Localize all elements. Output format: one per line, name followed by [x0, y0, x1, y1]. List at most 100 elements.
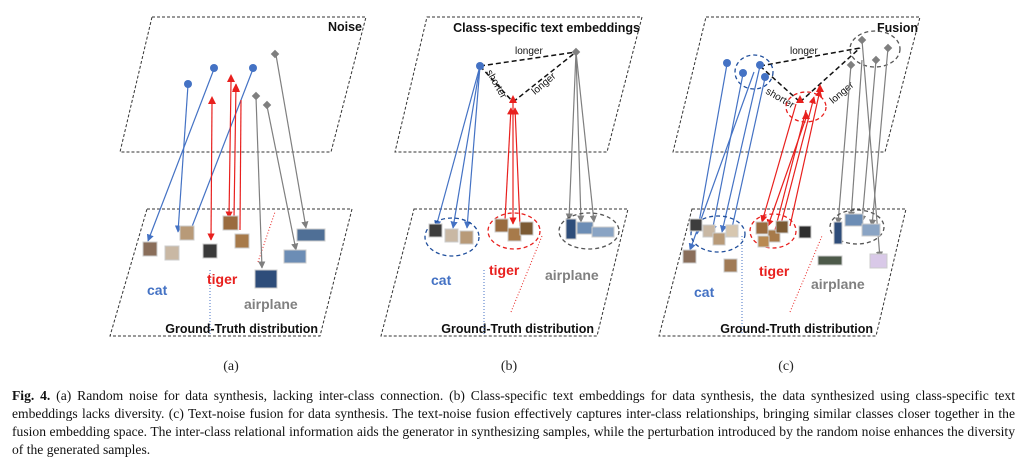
cat-fusion-point	[756, 61, 764, 69]
cat-sample-thumbnail	[702, 224, 716, 238]
tiger-sample-thumbnail	[519, 221, 534, 236]
tiger-fusion-point	[816, 84, 824, 92]
tiger-sample-thumbnail	[494, 218, 509, 233]
cat-arrow	[709, 73, 744, 233]
panel-b-top-title: Class-specific text embeddings	[453, 21, 640, 35]
airplane-fusion-point	[857, 35, 867, 45]
cat-sample-thumbnail	[682, 249, 697, 264]
cat-arrow	[463, 65, 481, 229]
tiger-cluster	[487, 212, 541, 250]
tiger-sample-thumbnail	[234, 233, 250, 249]
airplane-arrow	[847, 59, 863, 219]
tiger-label: tiger	[207, 271, 238, 287]
tiger-cluster	[749, 213, 797, 249]
tiger-arrow	[504, 107, 515, 221]
airplane-sample-thumbnail	[591, 226, 615, 238]
airplane-sample-thumbnail	[296, 228, 326, 242]
tiger-arrow	[511, 107, 521, 227]
tiger-label: tiger	[759, 263, 790, 279]
cat-label: cat	[147, 282, 168, 298]
cat-sample-thumbnail	[179, 225, 195, 241]
airplane-arrow	[255, 96, 266, 269]
panel-a-bottom-title: Ground-Truth distribution	[165, 322, 318, 336]
relation-edge	[759, 47, 861, 67]
airplane-arrow	[858, 59, 877, 223]
tiger-sample-thumbnail	[222, 215, 239, 231]
fusion-plane	[672, 16, 921, 153]
tiger-arrow	[232, 83, 240, 219]
airplane-arrow	[861, 39, 884, 259]
edge-label-longer: longer	[790, 46, 818, 57]
tiger-embedding-point	[509, 95, 517, 103]
panel-a: Noise Ground-Truth distribution	[109, 16, 367, 374]
tiger-arrow	[760, 103, 797, 223]
airplane-sample-thumbnail	[283, 249, 307, 264]
airplane-noise-point	[270, 49, 280, 59]
tiger-noise-point	[208, 96, 216, 104]
tiger-fusion-point	[796, 95, 804, 103]
tiger-sample-thumbnail	[775, 220, 789, 234]
cat-noise-point	[249, 64, 257, 72]
cat-sample-thumbnail	[725, 224, 739, 238]
cat-fusion-cluster	[734, 54, 774, 90]
cat-arrow	[174, 84, 189, 233]
figure-caption: Fig. 4. (a) Random noise for data synthe…	[12, 387, 1015, 459]
edge-label-longer: longer	[828, 80, 857, 107]
tiger-label: tiger	[489, 262, 520, 278]
airplane-label: airplane	[811, 276, 865, 292]
cat-cluster	[690, 215, 746, 253]
cat-sample-thumbnail	[712, 232, 726, 246]
cat-cluster	[424, 217, 480, 257]
tiger-sample-thumbnail	[202, 243, 218, 259]
airplane-arrow	[834, 64, 852, 225]
tiger-arrow	[207, 102, 215, 241]
panel-c-sublabel: (c)	[778, 359, 794, 374]
cat-arrow	[727, 77, 766, 238]
airplane-noise-point	[262, 100, 272, 110]
ground-truth-plane	[109, 208, 353, 337]
divider	[789, 235, 823, 313]
cat-fusion-point	[761, 73, 769, 81]
cat-noise-point	[184, 80, 192, 88]
airplane-sample-thumbnail	[861, 223, 881, 237]
airplane-arrow	[275, 54, 309, 229]
cat-sample-thumbnail	[444, 228, 459, 243]
cat-sample-thumbnail	[459, 230, 474, 245]
caption-text: (a) Random noise for data synthesis, lac…	[12, 388, 1015, 457]
airplane-sample-thumbnail	[833, 221, 843, 245]
relation-edge	[759, 65, 801, 103]
relation-edge	[512, 51, 577, 103]
tiger-sample-thumbnail	[507, 227, 522, 242]
airplane-sample-thumbnail	[565, 218, 577, 240]
panel-c-bottom-title: Ground-Truth distribution	[720, 322, 873, 336]
airplane-sample-thumbnail	[844, 213, 864, 227]
cat-sample-thumbnail	[723, 258, 738, 273]
figure-number: Fig. 4.	[12, 388, 51, 403]
airplane-fusion-point	[883, 43, 893, 53]
relation-edge	[479, 51, 577, 67]
cat-label: cat	[431, 272, 452, 288]
cat-sample-thumbnail	[428, 223, 443, 238]
airplane-cluster	[558, 212, 620, 250]
airplane-fusion-cluster	[849, 30, 901, 68]
ground-truth-plane	[380, 208, 629, 337]
edge-label-shorter: shorter	[483, 68, 508, 101]
cat-fusion-point	[739, 69, 747, 77]
edge-label-longer: longer	[530, 71, 559, 98]
airplane-sample-thumbnail	[817, 255, 843, 266]
airplane-label: airplane	[244, 296, 298, 312]
cat-fusion-point	[723, 59, 731, 67]
airplane-noise-point	[251, 91, 261, 101]
tiger-fusion-cluster	[785, 91, 827, 123]
tiger-arrow	[239, 99, 242, 231]
panel-a-sublabel: (a)	[223, 359, 239, 374]
tiger-arrow	[789, 89, 823, 227]
airplane-arrow	[565, 51, 577, 221]
panel-c-top-title: Fusion	[877, 21, 918, 35]
noise-plane	[119, 16, 367, 153]
panel-b-bottom-title: Ground-Truth distribution	[441, 322, 594, 336]
cat-sample-thumbnail	[164, 245, 180, 261]
airplane-fusion-point	[871, 55, 881, 65]
tiger-sample-thumbnail	[755, 221, 769, 235]
cat-arrow	[186, 68, 254, 238]
